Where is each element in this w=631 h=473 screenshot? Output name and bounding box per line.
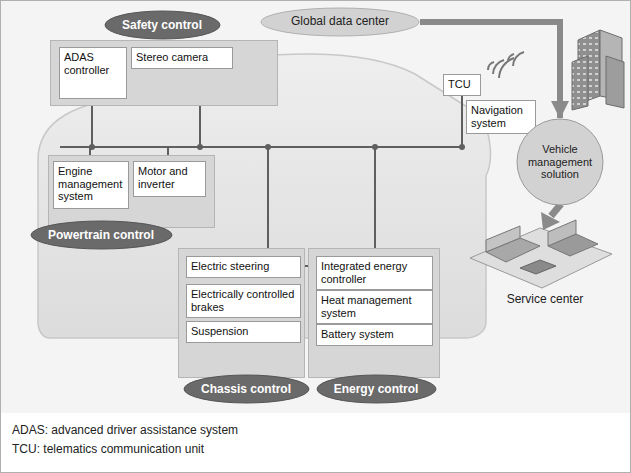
component-box: Stereo camera [131,47,233,69]
heading-ellipse: Safety control [104,10,221,40]
node-label: TCU [448,78,476,91]
group-panel: Energy controlIntegrated energy controll… [308,248,440,378]
component-box: TCU [443,74,481,96]
group-heading: Powertrain control [48,228,154,242]
node-label: Stereo camera [136,51,228,64]
node-label: Engine management system [58,165,124,203]
node-label: Suspension [191,325,296,338]
heading-ellipse: Chassis control [183,374,310,404]
data-center-ellipse: Global data center [260,7,420,37]
group-heading: Energy control [334,382,419,396]
figure-ground [1,1,630,413]
service-arrow [541,204,561,230]
group-panel: Powertrain controlEngine management syst… [48,155,215,228]
component-box: Electric steering [186,256,301,278]
group-heading: Chassis control [201,382,291,396]
component-box: Engine management system [53,161,129,209]
solution-circle: Vehicle management solution [516,118,604,206]
node-label: Vehicle management solution [526,143,594,181]
component-box: Navigation system [466,100,536,134]
node-label: Integrated energy controller [321,260,428,285]
node-label: Global data center [291,15,389,29]
node-label: Electrically controlled brakes [191,288,296,313]
abbreviation-note: TCU: telematics communication unit [12,442,204,456]
node-label: ADAS controller [64,51,122,76]
component-box: Motor and inverter [133,161,206,197]
service-center-caption: Service center [480,292,610,306]
service-center-illustration [470,220,612,288]
data-center-buildings [572,30,624,110]
group-heading: Safety control [122,18,202,32]
group-panel: Safety controlADAS controllerStereo came… [50,40,278,106]
node-label: Electric steering [191,260,296,273]
node-label: Heat management system [321,294,428,319]
heading-ellipse: Energy control [316,374,437,404]
component-box: Battery system [316,324,433,346]
component-box: Suspension [186,321,301,343]
component-box: Electrically controlled brakes [186,284,301,318]
component-box: ADAS controller [59,47,127,99]
heading-ellipse: Powertrain control [30,220,173,250]
component-box: Heat management system [316,290,433,324]
node-label: Motor and inverter [138,165,201,190]
wireless-waves [488,52,524,78]
node-label: Navigation system [471,104,531,129]
group-panel: Chassis controlElectric steeringElectric… [178,248,305,378]
component-box: Integrated energy controller [316,256,433,290]
node-label: Battery system [321,328,428,341]
abbreviation-note: ADAS: advanced driver assistance system [12,423,238,437]
